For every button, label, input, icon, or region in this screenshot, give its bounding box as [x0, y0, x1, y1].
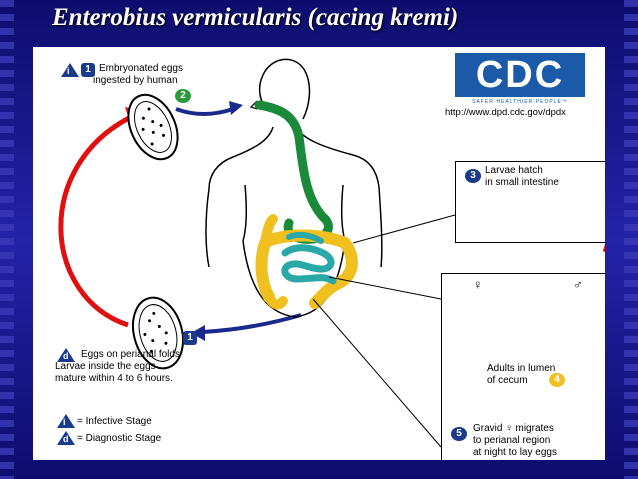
egg-top-icon — [127, 93, 179, 161]
legend-infective-icon: i — [57, 414, 75, 428]
stage-5-label-line2: to perianal region — [473, 435, 551, 446]
blue-arrowhead-ingest-icon — [229, 101, 243, 115]
stage-3-label-line1: Larvae hatch — [485, 165, 543, 176]
male-symbol: ♂ — [573, 277, 583, 292]
legend-diagnostic-icon: d — [57, 431, 75, 445]
stage-1-badge: 1 — [81, 63, 95, 77]
cdc-logo-box — [455, 53, 585, 97]
stage-5-label-line1: Gravid ♀ migrates — [473, 423, 554, 434]
infective-marker-icon: i — [61, 63, 79, 77]
stage-5-label-line3: at night to lay eggs — [473, 447, 557, 458]
pointer-cecum-top — [328, 276, 442, 300]
stage-1-label-line2: ingested by human — [93, 75, 178, 86]
right-decoration — [624, 0, 638, 479]
female-symbol: ♀ — [473, 277, 483, 292]
stage-1-bottom-line1: Eggs on perianal folds — [81, 349, 180, 360]
slide-title: Enterobius vermicularis (cacing kremi) — [52, 4, 459, 31]
red-cycle-arrow — [58, 114, 133, 328]
stage-3-label-line2: in small intestine — [485, 177, 559, 188]
cdc-tagline: SAFER·HEALTHIER·PEOPLE™ — [472, 99, 568, 105]
pointer-cecum-bottom — [312, 298, 442, 448]
blue-arrow-ingest — [175, 107, 234, 116]
stage-2-badge: 2 — [175, 89, 191, 103]
legend-diagnostic-text: = Diagnostic Stage — [77, 433, 162, 444]
blue-arrow-perianal — [202, 313, 302, 334]
stage-5-badge: 5 — [451, 427, 467, 441]
cdc-url: http://www.dpd.cdc.gov/dpdx — [445, 107, 566, 118]
stage-1-label-line1: Embryonated eggs — [99, 63, 183, 74]
diagnostic-marker-icon: d — [57, 348, 75, 362]
small-intestine — [281, 244, 337, 285]
life-cycle-diagram: i 1 Embryonated eggs ingested by human 2… — [33, 47, 605, 460]
stage-4-label-line2: of cecum — [487, 375, 528, 386]
stage-1-bottom-badge: 1 — [183, 331, 197, 345]
human-body-outline — [205, 58, 383, 318]
adults-box — [441, 273, 605, 460]
stage-1-bottom-line2: Larvae inside the eggs — [55, 361, 156, 372]
pointer-small-intestine — [352, 214, 456, 244]
left-decoration — [0, 0, 14, 479]
large-intestine — [255, 229, 358, 309]
stage-4-badge: 4 — [549, 373, 565, 387]
stage-4-label-line1: Adults in lumen — [487, 363, 556, 374]
cdc-logo: CDC SAFER·HEALTHIER·PEOPLE™ http://www.d… — [445, 53, 595, 118]
legend-infective-text: = Infective Stage — [77, 416, 152, 427]
cdc-logo-text: CDC — [475, 54, 565, 96]
stage-3-badge: 3 — [465, 169, 481, 183]
blue-arrowhead-perianal-icon — [191, 325, 205, 341]
egg-bottom-icon — [132, 296, 184, 370]
stage-1-bottom-line3: mature within 4 to 6 hours. — [55, 373, 173, 384]
